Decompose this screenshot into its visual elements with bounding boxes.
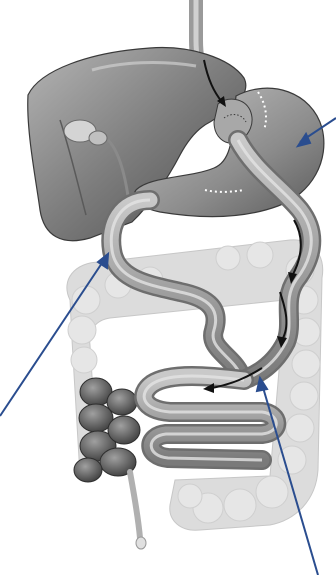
appendix-tip bbox=[136, 537, 146, 549]
appendix bbox=[130, 472, 140, 538]
